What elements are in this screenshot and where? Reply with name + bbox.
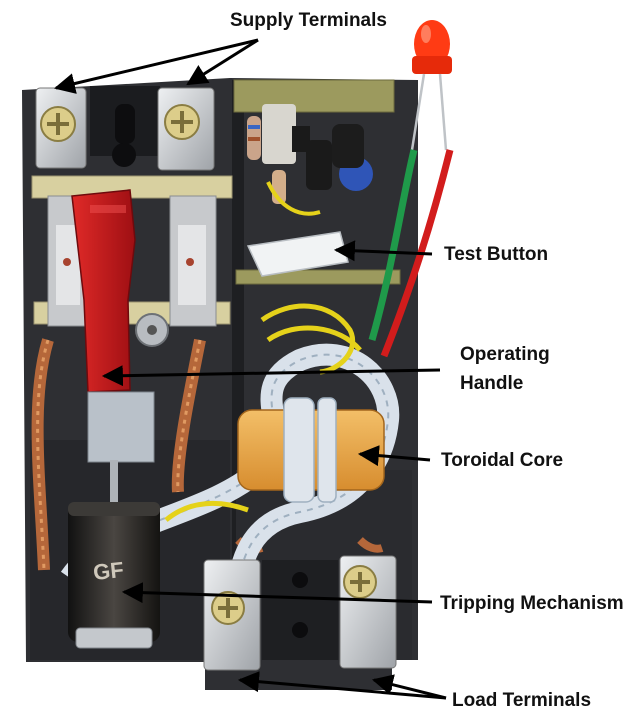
callout-arrows — [53, 38, 447, 700]
coil-marking: GF — [92, 557, 125, 585]
arrow-tripping-mechanism — [121, 582, 433, 604]
contact-plate — [31, 175, 233, 327]
led-indicator — [410, 20, 452, 151]
supply-terminal-left — [35, 87, 87, 169]
tripping-coil: GF — [68, 502, 160, 649]
arrow-operating-handle — [101, 365, 441, 387]
label-load-terminals: Load Terminals — [452, 690, 592, 711]
label-test-button: Test Button — [444, 244, 549, 265]
label-toroidal-core: Toroidal Core — [441, 450, 564, 471]
arrow-load-right — [371, 674, 447, 700]
load-terminal-right — [339, 555, 397, 669]
housing-center-bottom — [262, 560, 338, 660]
label-tripping-mechanism: Tripping Mechanism — [440, 593, 624, 614]
label-operating-handle-line1: Operating — [460, 344, 550, 365]
test-button-part — [246, 231, 349, 277]
supply-terminal-right — [157, 87, 215, 171]
arrow-toroidal-core — [357, 445, 431, 467]
label-supply-terminals: Supply Terminals — [230, 10, 387, 31]
arrow-supply-left — [53, 38, 259, 94]
arrow-load-left — [237, 671, 447, 700]
insulated-sleeve — [60, 343, 400, 602]
led-wires — [368, 149, 454, 358]
yellow-wires — [164, 303, 362, 522]
toroidal-core-part — [237, 397, 385, 503]
operating-handle — [71, 189, 169, 510]
arrow-supply-right — [186, 38, 259, 86]
load-terminal-left — [203, 559, 261, 671]
arrow-test-button — [333, 240, 433, 262]
label-operating-handle-line2: Handle — [460, 373, 524, 394]
